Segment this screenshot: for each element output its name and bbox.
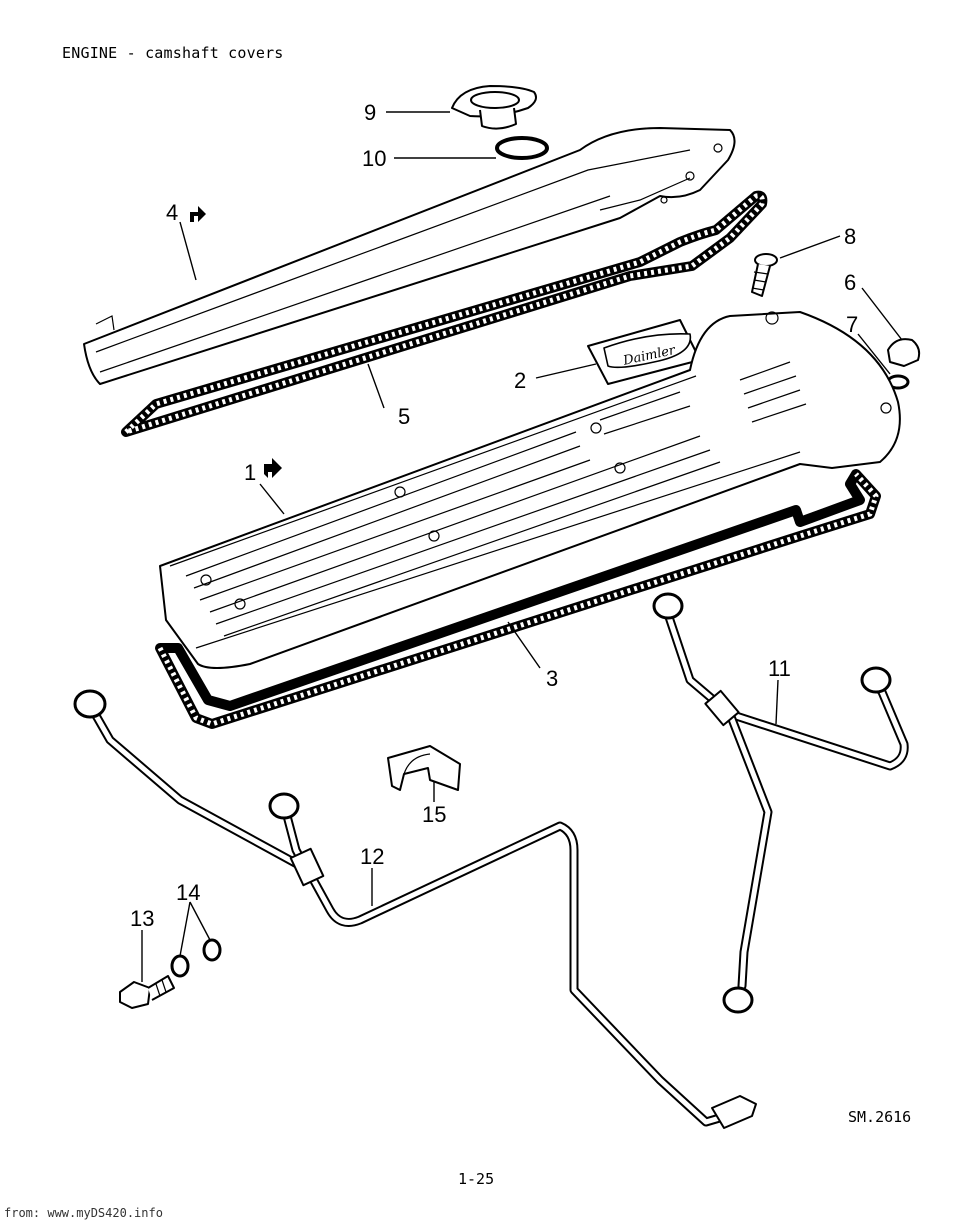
top-cover-gasket: [121, 190, 768, 437]
arrow-right-turn-icon: [264, 458, 282, 478]
breather-pipe-left: [73, 689, 757, 1129]
callout-8: 8: [844, 224, 856, 249]
callout-14: 14: [176, 880, 200, 905]
banjo-washer: [202, 938, 222, 962]
callout-10: 10: [362, 146, 386, 171]
banjo-bolt: [119, 975, 175, 1009]
callout-6: 6: [844, 270, 856, 295]
lower-cover-gasket: [155, 469, 881, 729]
callout-3: 3: [546, 666, 558, 691]
drawing-reference: SM.2616: [848, 1108, 912, 1126]
dome-nut: [887, 338, 921, 367]
arrow-left-turn-icon: [190, 206, 206, 222]
callout-5: 5: [398, 404, 410, 429]
o-ring: [495, 136, 549, 160]
callout-11: 11: [768, 656, 791, 681]
callout-9: 9: [364, 100, 376, 125]
daimler-badge: [587, 319, 701, 385]
callout-12: 12: [360, 844, 384, 869]
source-footer: from: www.myDS420.info: [4, 1206, 163, 1220]
cover-fins: [185, 361, 807, 637]
page-title: ENGINE - camshaft covers: [62, 44, 284, 62]
breather-pipe-right: [652, 592, 909, 1014]
callout-15: 15: [422, 802, 446, 827]
page-number: 1-25: [458, 1170, 495, 1188]
camshaft-cover-top: [83, 127, 736, 385]
callout-13: 13: [130, 906, 154, 931]
callout-2: 2: [514, 368, 526, 393]
callout-1: 1: [244, 460, 256, 485]
callout-4: 4: [166, 200, 178, 225]
filler-cap: [451, 85, 537, 130]
pipe-clip: [387, 745, 461, 791]
banjo-washer: [170, 954, 190, 978]
camshaft-cover-main: [159, 311, 901, 669]
screw: [751, 253, 778, 297]
callout-7: 7: [846, 312, 858, 337]
callout-leaders: [141, 111, 903, 982]
